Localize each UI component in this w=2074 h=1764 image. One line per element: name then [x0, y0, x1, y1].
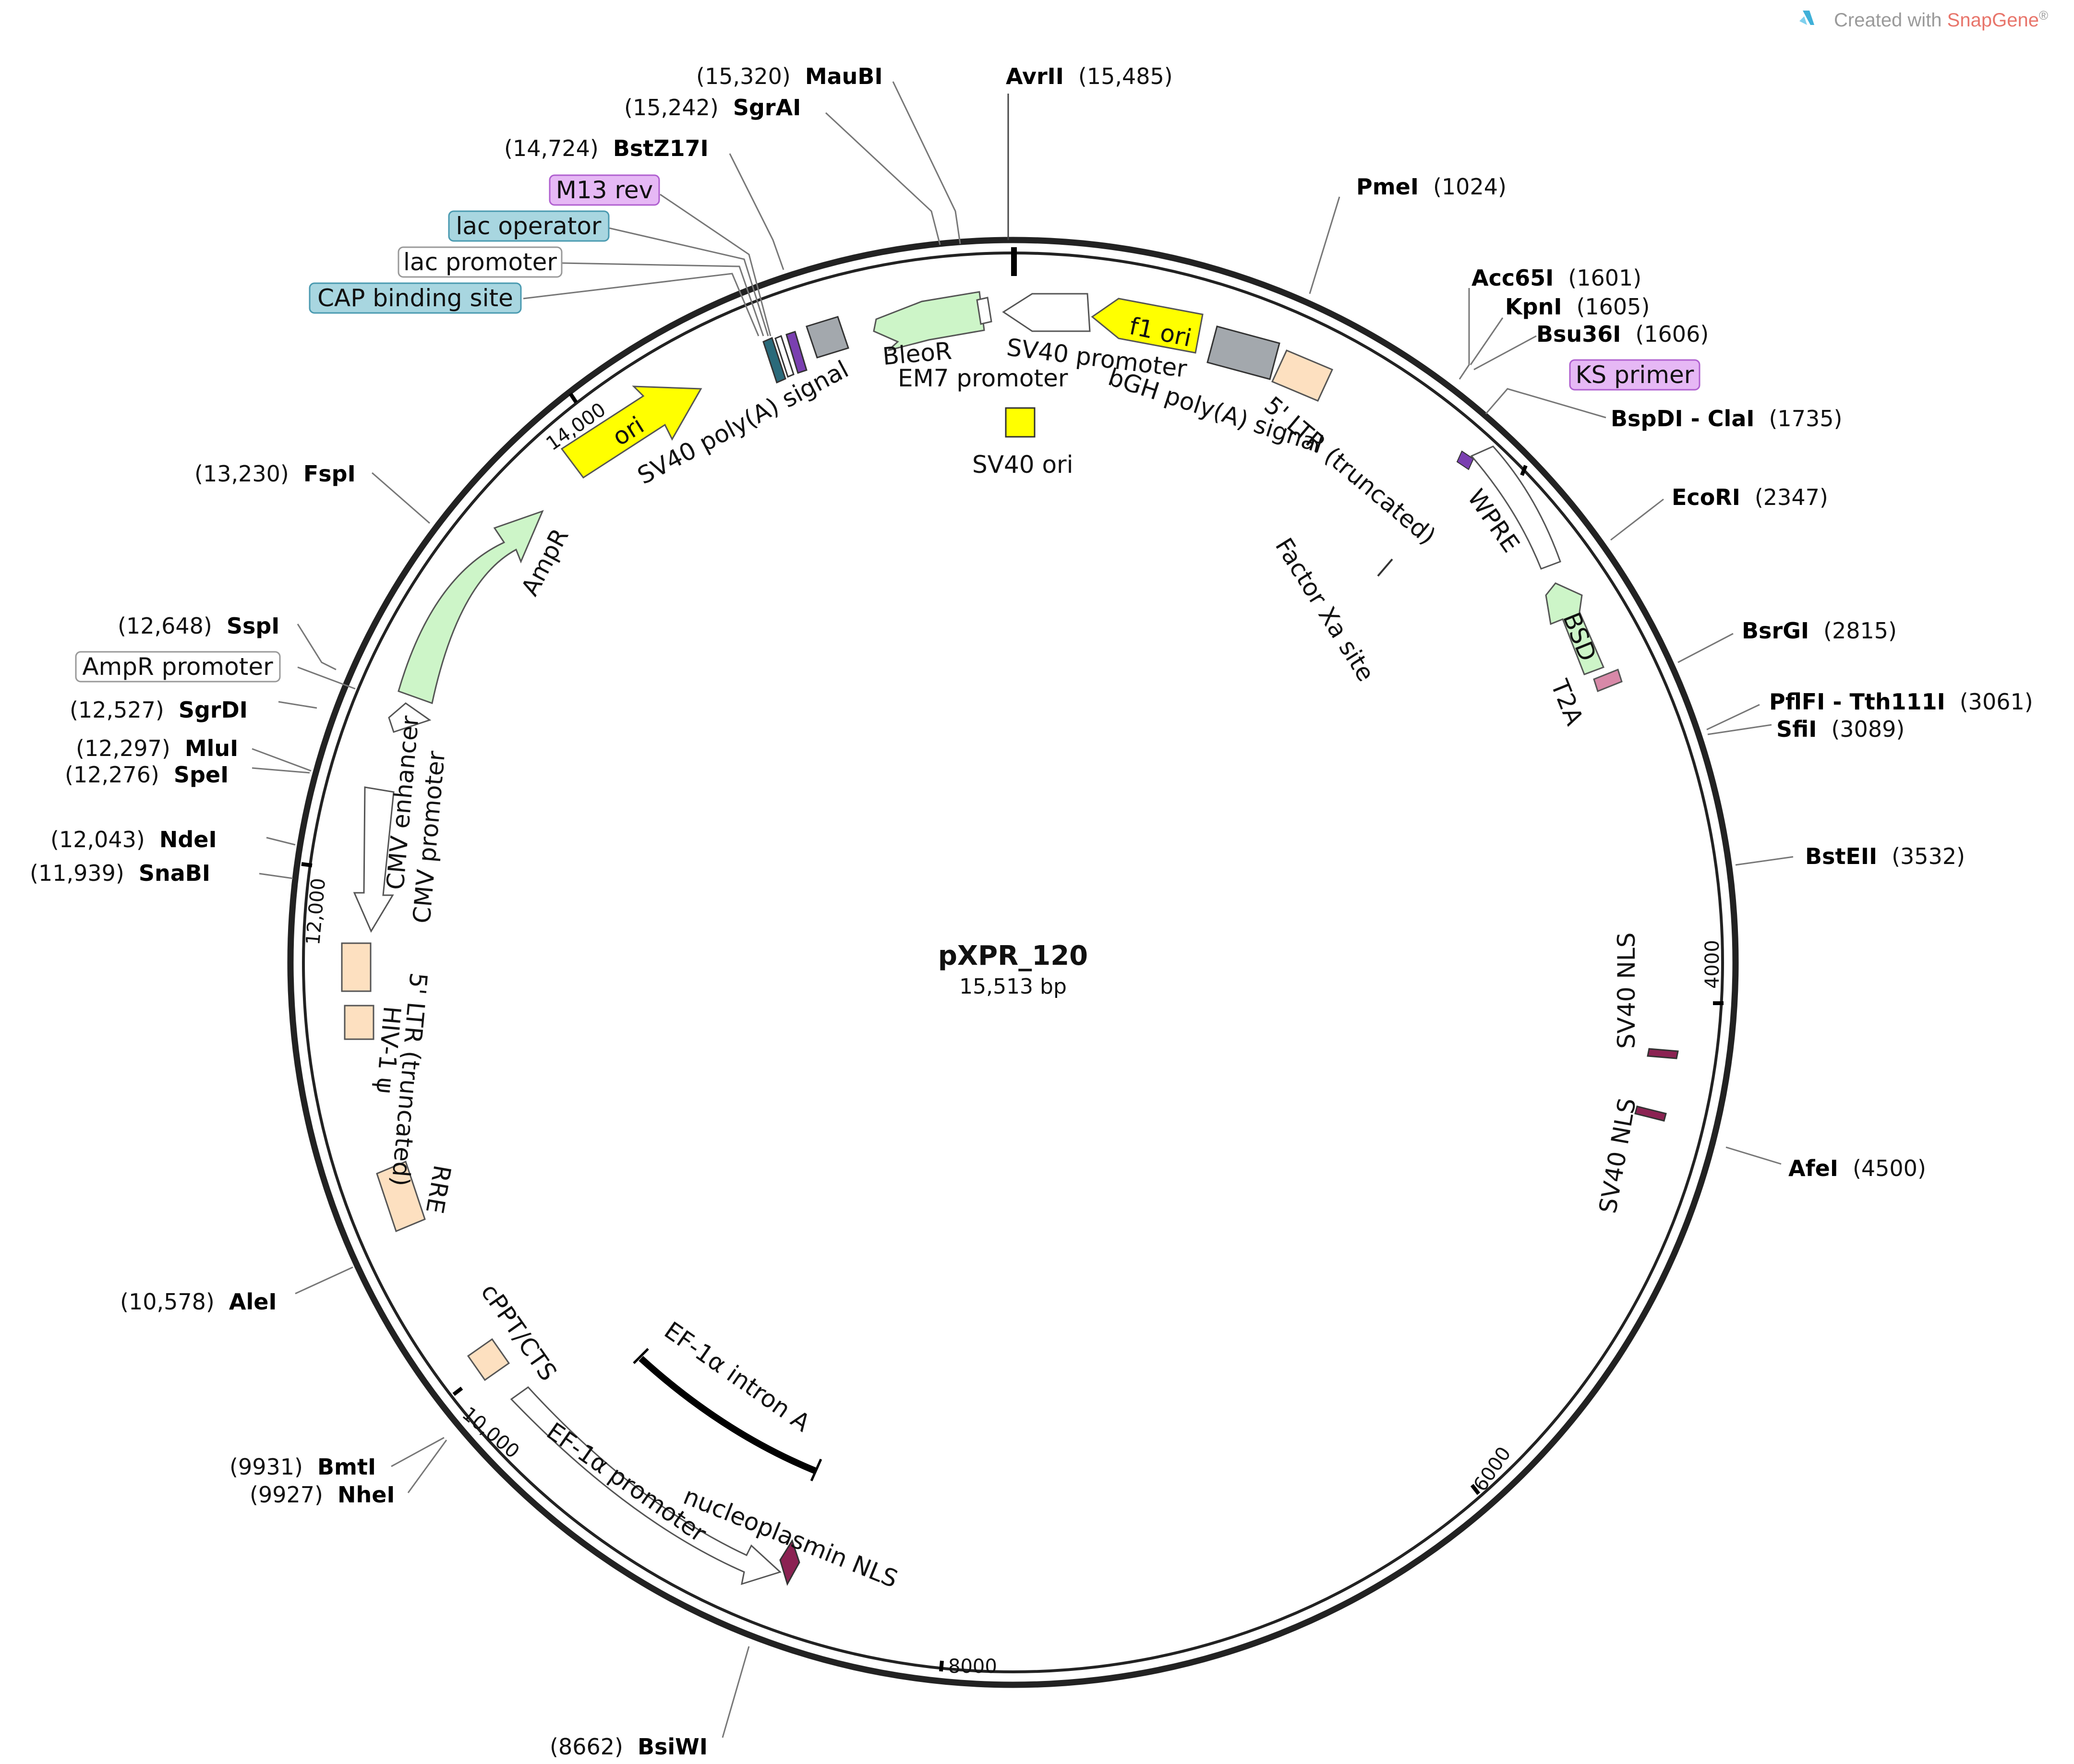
tag-lac-operator: lac operator: [448, 210, 610, 242]
tag-m13-rev: M13 rev: [549, 174, 660, 206]
tag-lac-promoter: lac promoter: [398, 246, 563, 278]
ef1a-intron-line: [639, 1356, 818, 1475]
svg-text:KS primer: KS primer: [1576, 361, 1694, 389]
site-kpni: KpnI(1605): [1505, 294, 1650, 320]
site-bsteii: BstEII(3532): [1805, 843, 1965, 869]
tag-cap-binding-site: CAP binding site: [309, 282, 522, 314]
site-bmti: (9931)BmtI: [229, 1454, 376, 1480]
ampr-arrow: [398, 510, 544, 704]
feature-t2a: T2A: [1545, 675, 1588, 729]
credit-prefix: Created with: [1834, 10, 1947, 31]
hiv-psi-box: [344, 1005, 374, 1040]
f1-ori-arrow: [1091, 298, 1204, 354]
feature-ef1a-intron: EF-1α intron A: [659, 1316, 815, 1437]
ltr-box-top: [1271, 349, 1334, 402]
factor-xa-mark: [1377, 558, 1393, 577]
site-bspdi-clai: BspDI - ClaI(1735): [1611, 406, 1842, 432]
site-sspi: (12,648)SspI: [118, 613, 279, 639]
site-bsu36i: Bsu36I(1606): [1536, 321, 1709, 347]
ef1a-promoter-arrow: [510, 1386, 782, 1585]
svg-text:AmpR promoter: AmpR promoter: [82, 653, 273, 681]
credit-brand: SnapGene: [1947, 10, 2039, 31]
cppt-cts-box: [467, 1338, 510, 1381]
bsd-arrow: [1545, 582, 1605, 675]
feature-bsd: BSD: [1557, 609, 1602, 665]
site-snabi: (11,939)SnaBI: [30, 860, 210, 886]
site-alei: (10,578)AleI: [120, 1289, 277, 1315]
site-afei: AfeI(4500): [1788, 1155, 1926, 1181]
ampr-promoter-arrow: [388, 702, 432, 733]
site-pflfi-tth111i: PflFI - Tth111I(3061): [1769, 689, 2033, 715]
tag-leaders: [297, 193, 772, 690]
feature-shapes-left: [341, 786, 822, 1586]
svg-text:Created with SnapGene®: Created with SnapGene®: [1834, 8, 2048, 31]
site-pmei: PmeI(1024): [1356, 174, 1507, 200]
cap-binding-mark: [762, 336, 786, 384]
feature-bleor: BleoR: [881, 337, 953, 371]
feature-5ltr-top: 5' LTR (truncated): [1259, 391, 1441, 550]
nucleoplasmin-nls-box: [779, 1539, 800, 1586]
svg-text:lac operator: lac operator: [456, 212, 602, 240]
em7-promoter-arrow: [976, 297, 992, 325]
tick-8000: 8000: [948, 1656, 997, 1678]
tag-ampr-promoter: AmpR promoter: [75, 651, 281, 683]
credit-reg: ®: [2039, 8, 2048, 23]
cmv-arrow: [353, 786, 395, 933]
site-acc65i: Acc65I(1601): [1471, 265, 1641, 291]
site-bstz17i: (14,724)BstZ17I: [504, 135, 709, 161]
svg-text:lac promoter: lac promoter: [403, 248, 557, 276]
site-leaders: [252, 81, 1794, 1738]
site-sgrdi: (12,527)SgrDI: [70, 697, 248, 723]
bleor-arrow: [873, 291, 985, 351]
site-spei: (12,276)SpeI: [65, 762, 229, 788]
feature-rre: RRE: [421, 1163, 457, 1216]
sv40-promoter-arrow: [1002, 293, 1091, 332]
site-maubi: (15,320)MauBI: [696, 63, 883, 89]
feature-factor-xa: Factor Xa site: [1270, 533, 1380, 686]
tag-ks-primer: KS primer: [1569, 359, 1700, 391]
feature-shapes-right: [1634, 1048, 1679, 1122]
feature-sv40-nls-2: SV40 NLS: [1594, 1096, 1641, 1215]
ori-arrow: [560, 385, 702, 479]
feature-em7-promoter: EM7 promoter: [898, 364, 1068, 392]
site-ecori: EcoRI(2347): [1672, 484, 1828, 510]
plasmid-name: pXPR_120: [938, 940, 1088, 972]
site-labels: (15,320)MauBI (15,242)SgrAI (14,724)BstZ…: [30, 63, 2033, 1760]
ltr-box-left: [341, 942, 372, 992]
snapgene-logo-icon: [1803, 11, 1814, 25]
site-sfii: SfiI(3089): [1776, 716, 1905, 742]
snapgene-credit: Created with SnapGene®: [1799, 8, 2048, 31]
site-bsiwi: (8662)BsiWI: [550, 1734, 708, 1760]
svg-text:M13 rev: M13 rev: [556, 176, 653, 204]
svg-text:CAP binding site: CAP binding site: [317, 284, 513, 312]
site-avrii: AvrII(15,485): [1006, 63, 1173, 89]
bgh-polya-box: [1206, 325, 1280, 380]
feature-sv40-nls-1: SV40 NLS: [1613, 933, 1640, 1049]
tick-4000: 4000: [1701, 940, 1724, 989]
site-nhei: (9927)NheI: [250, 1482, 395, 1508]
plasmid-size: 15,513 bp: [959, 974, 1067, 999]
t2a-box: [1593, 669, 1623, 692]
site-ndei: (12,043)NdeI: [50, 827, 217, 852]
site-fspi: (13,230)FspI: [194, 461, 356, 487]
sv40-polya-box: [806, 316, 849, 359]
rre-box: [376, 1160, 426, 1233]
wpre-box: [1470, 445, 1561, 570]
sv40-ori-box: [1005, 407, 1036, 438]
site-bsrgi: BsrGI(2815): [1742, 618, 1897, 644]
site-sgrai: (15,242)SgrAI: [624, 95, 801, 120]
feature-sv40-ori: SV40 ori: [972, 451, 1073, 479]
site-mlui: (12,297)MluI: [76, 735, 238, 761]
feature-shapes-top: [388, 291, 1623, 733]
